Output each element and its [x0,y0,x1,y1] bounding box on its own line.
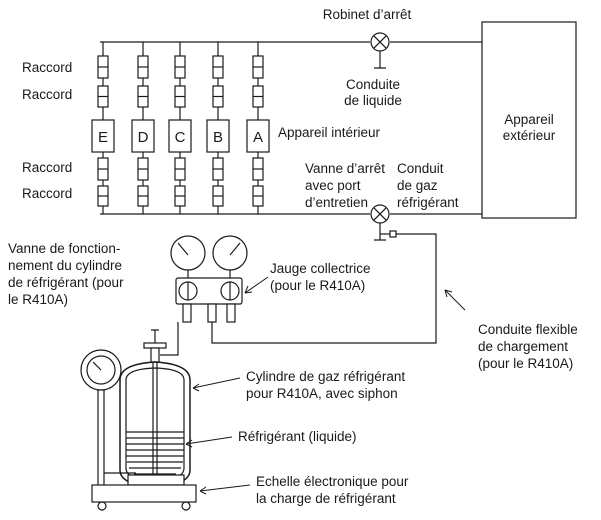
refrigerant-cylinder-icon [119,361,191,488]
charge-hose-to-cylinder [160,322,179,356]
raccord-fitting-icon [137,157,149,181]
gas-line-label-1: Conduit [397,161,444,176]
liquid-line-label-2: de liquide [344,93,402,108]
electronic-scale-icon [80,349,197,511]
raccord-fitting-icon [137,85,149,108]
indoor-unit-b: B [206,119,230,153]
charge-hose-label-3: (pour le R410A) [478,356,573,371]
gauge-manifold-label-2: (pour le R410A) [270,278,365,293]
raccord-fitting-icon [137,55,149,79]
cylinder-label-1: Cylindre de gaz réfrigérant [246,369,405,384]
indoor-unit-e: E [91,119,115,153]
cylinder-valve-label-4: le R410A) [8,292,68,307]
raccord-fitting-icon [97,55,109,79]
indoor-unit-a-letter: A [253,129,263,146]
raccord-fitting-icon [174,85,186,108]
gauge-manifold-label-1: Jauge collectrice [270,261,371,276]
cylinder-valve-label-2: nement du cylindre [8,258,122,273]
indoor-unit-c: C [168,119,192,153]
raccord-fitting-icon [212,55,224,79]
branch-pipes [97,42,264,214]
indoor-unit-b-letter: B [213,129,223,146]
raccord-label-2: Raccord [22,87,72,102]
service-valve-label-3: d’entretien [305,195,368,210]
gas-line-label-3: réfrigérant [397,195,459,210]
raccord-fitting-icon [252,157,264,181]
gauge-manifold-icon [170,235,248,323]
cylinder-valve-icon [143,329,167,363]
outdoor-unit-label-1: Appareil [504,112,554,127]
liquid-stop-valve-icon [370,32,390,69]
indoor-unit-e-letter: E [98,129,108,146]
cylinder-valve-label-1: Vanne de fonction- [8,241,120,256]
raccord-fitting-icon [252,185,264,207]
indoor-unit-a: A [246,119,270,153]
raccord-fitting-icon [212,157,224,181]
stop-valve-label: Robinet d’arrêt [323,7,412,22]
raccord-fitting-icon [97,85,109,108]
liquid-line-label-1: Conduite [346,77,400,92]
raccord-fitting-icon [97,157,109,181]
indoor-unit-d-letter: D [138,129,149,146]
cylinder-label-2: pour R410A, avec siphon [246,386,398,401]
indoor-unit-d: D [131,119,155,153]
outdoor-unit-box [481,21,577,219]
raccord-fitting-icon [97,185,109,207]
raccord-fitting-icon [252,55,264,79]
cylinder-valve-label-3: de réfrigérant (pour [8,275,124,290]
gas-line-label-2: de gaz [397,178,438,193]
scale-label-2: la charge de réfrigérant [256,491,396,506]
raccord-fitting-icon [174,55,186,79]
charge-hose-label-1: Conduite flexible [478,322,578,337]
charge-hose-line [211,233,437,344]
raccord-fitting-icon [137,185,149,207]
raccord-fitting-icon [252,85,264,108]
scale-label-1: Echelle électronique pour [256,474,409,489]
raccord-fitting-icon [174,157,186,181]
indoor-unit-label: Appareil intérieur [278,125,381,140]
charge-hose-label-2: de chargement [478,339,568,354]
service-valve-label-2: avec port [305,178,361,193]
raccord-fitting-icon [174,185,186,207]
gas-service-valve-icon [370,204,397,241]
annotation-arrows [185,276,466,495]
raccord-label-1: Raccord [22,60,72,75]
raccord-label-4: Raccord [22,186,72,201]
refrigerant-liquid-label: Réfrigérant (liquide) [238,429,357,444]
indoor-unit-c-letter: C [175,129,186,146]
raccord-label-3: Raccord [22,160,72,175]
raccord-fitting-icon [212,85,224,108]
service-valve-label-1: Vanne d’arrêt [305,161,385,176]
raccord-fitting-icon [212,185,224,207]
outdoor-unit-label-2: extérieur [503,128,556,143]
